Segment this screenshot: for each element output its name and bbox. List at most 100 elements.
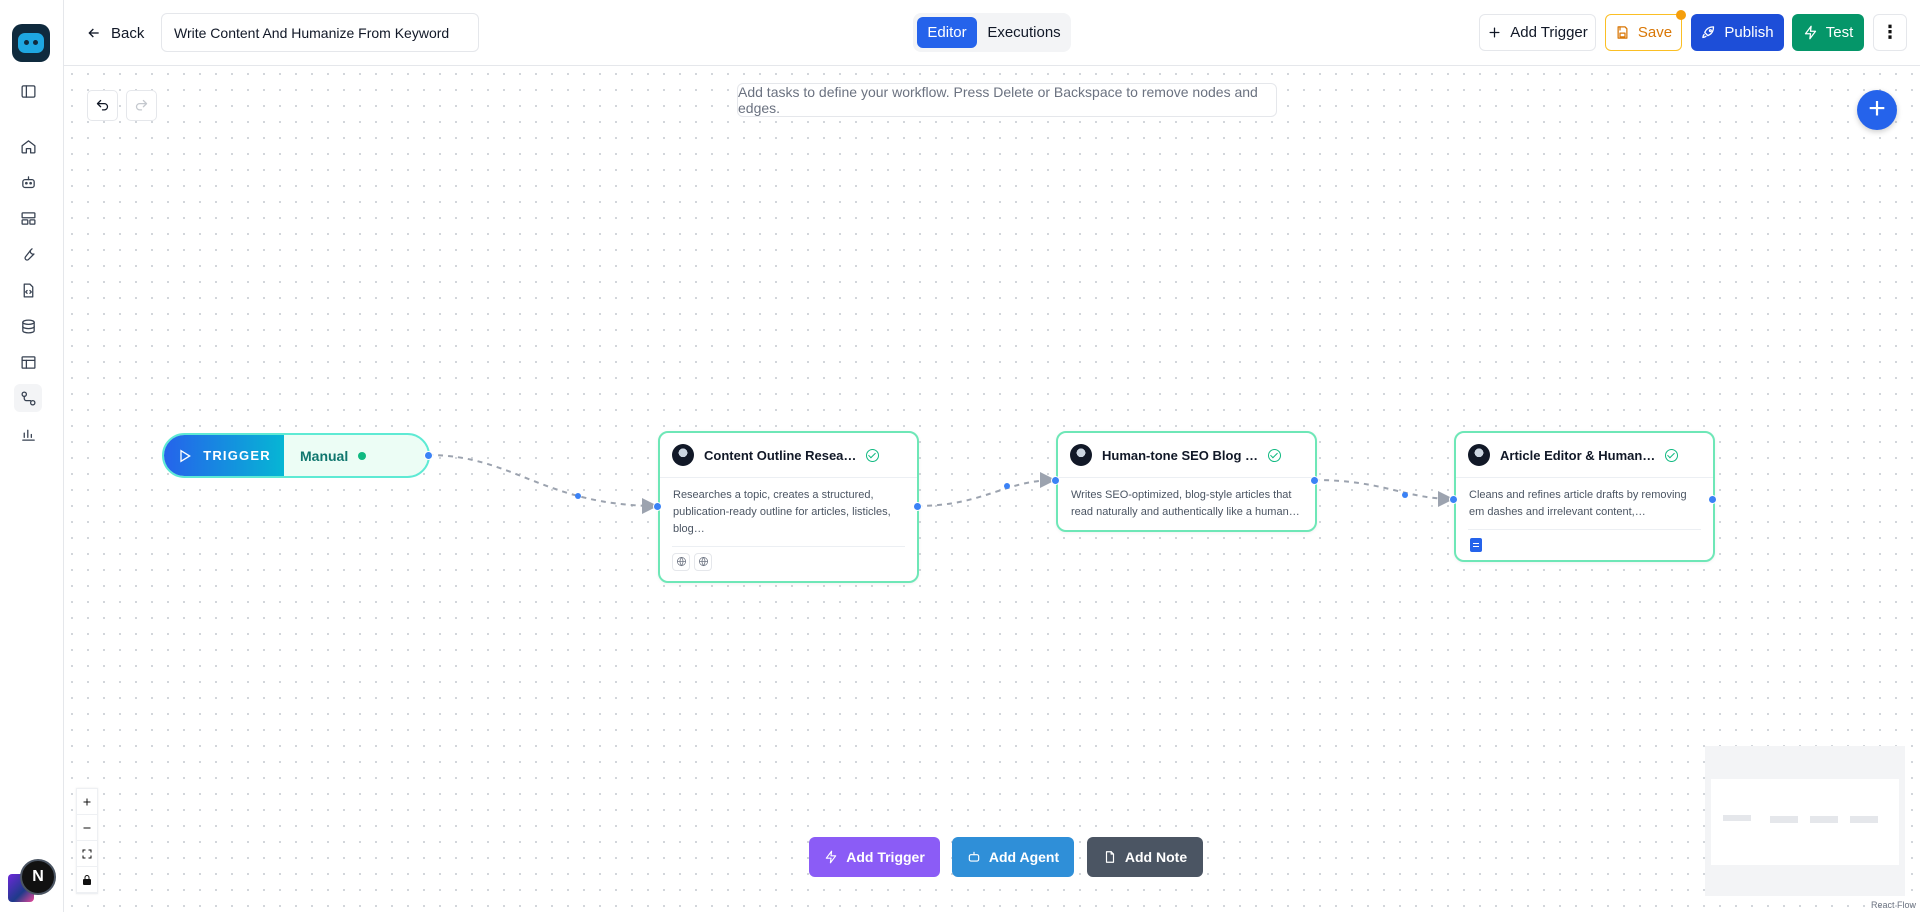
- panel-toggle-icon[interactable]: [14, 77, 42, 105]
- workflow-canvas[interactable]: Add tasks to define your workflow. Press…: [64, 66, 1920, 912]
- workflow-title-input[interactable]: [161, 13, 479, 52]
- react-flow-attribution[interactable]: React Flow: [1870, 900, 1916, 910]
- node-header: Human-tone SEO Blog …: [1058, 433, 1315, 478]
- globe-icon[interactable]: [672, 552, 690, 571]
- layout-icon[interactable]: [14, 204, 42, 232]
- node2-output-handle[interactable]: [1310, 476, 1319, 485]
- tab-editor[interactable]: Editor: [917, 17, 977, 48]
- redo-button[interactable]: [126, 90, 157, 121]
- zoom-in-button[interactable]: [77, 789, 97, 815]
- trigger-output-handle[interactable]: [424, 451, 433, 460]
- minimap-viewport: [1711, 779, 1899, 865]
- rocket-icon: [1702, 26, 1715, 39]
- node3-output-handle[interactable]: [1708, 495, 1717, 504]
- trigger-type: Manual: [284, 435, 428, 476]
- node3-input-handle[interactable]: [1449, 495, 1458, 504]
- note-icon: [1105, 851, 1114, 863]
- redo-icon: [135, 99, 148, 111]
- trigger-badge-label: TRIGGER: [203, 448, 271, 463]
- globe-icon[interactable]: [694, 552, 712, 571]
- publish-button[interactable]: Publish: [1691, 14, 1784, 51]
- add-trigger-action[interactable]: Add Trigger: [809, 837, 940, 877]
- undo-button[interactable]: [87, 90, 118, 121]
- test-button[interactable]: Test: [1792, 14, 1864, 51]
- trigger-node[interactable]: TRIGGER Manual: [162, 433, 430, 478]
- unsaved-indicator: [1676, 10, 1686, 20]
- save-button[interactable]: Save: [1605, 10, 1686, 51]
- zap-icon: [1804, 25, 1816, 40]
- check-circle-icon: [1268, 448, 1281, 462]
- agent-avatar: [1070, 444, 1092, 466]
- app-logo[interactable]: [12, 24, 50, 62]
- edge-writer-to-editor[interactable]: [1313, 479, 1455, 500]
- more-options-button[interactable]: ⋮: [1873, 14, 1907, 51]
- add-agent-action-label: Add Agent: [988, 849, 1060, 865]
- lock-button[interactable]: [77, 867, 97, 893]
- play-icon: [180, 448, 192, 463]
- agent-node-seo-blog[interactable]: Human-tone SEO Blog … Writes SEO-optimiz…: [1056, 431, 1317, 532]
- robot-logo-icon: [18, 33, 44, 53]
- node-title: Content Outline Resea…: [704, 447, 857, 463]
- table-icon[interactable]: [14, 348, 42, 376]
- edge-midpoint-3: [1402, 492, 1408, 498]
- node-description: Researches a topic, creates a structured…: [673, 489, 891, 535]
- edges-layer: [427, 454, 1455, 514]
- agent-avatar: [672, 444, 694, 466]
- fit-view-button[interactable]: [77, 841, 97, 867]
- add-trigger-action-label: Add Trigger: [846, 849, 925, 865]
- check-circle-icon: [1665, 448, 1679, 462]
- add-note-action[interactable]: Add Note: [1087, 837, 1203, 877]
- view-switcher: Editor Executions: [913, 13, 1071, 52]
- user-avatar[interactable]: N: [20, 859, 56, 895]
- undo-icon: [96, 99, 109, 111]
- node-description: Writes SEO-optimized, blog-style article…: [1071, 489, 1300, 518]
- tab-executions[interactable]: Executions: [987, 24, 1061, 41]
- node-tools: [1468, 529, 1701, 559]
- add-trigger-button[interactable]: Add Trigger: [1479, 14, 1596, 51]
- edge-trigger-to-outline[interactable]: [427, 454, 659, 507]
- test-label: Test: [1825, 24, 1854, 41]
- agent-node-content-outline[interactable]: Content Outline Resea… Researches a topi…: [658, 431, 919, 583]
- edge-outline-to-writer[interactable]: [916, 479, 1057, 507]
- sidebar: N: [0, 0, 64, 912]
- node2-input-handle[interactable]: [1051, 476, 1060, 485]
- database-icon[interactable]: [14, 312, 42, 340]
- minimap[interactable]: [1705, 746, 1905, 896]
- node1-input-handle[interactable]: [653, 502, 662, 511]
- history-controls: [87, 90, 157, 121]
- edge-arrow-1: [642, 498, 658, 514]
- back-button[interactable]: Back: [86, 20, 144, 46]
- edge-midpoint-2: [1004, 483, 1010, 489]
- plus-icon: [83, 798, 91, 805]
- canvas-hint: Add tasks to define your workflow. Press…: [737, 83, 1277, 117]
- bot-icon[interactable]: [14, 168, 42, 196]
- node-title: Article Editor & Human…: [1500, 447, 1656, 463]
- minus-icon: [83, 827, 91, 828]
- node1-output-handle[interactable]: [913, 502, 922, 511]
- node-title: Human-tone SEO Blog …: [1102, 447, 1258, 463]
- workflow-icon[interactable]: [14, 384, 42, 412]
- arrow-left-icon: [88, 28, 99, 38]
- google-doc-icon[interactable]: [1470, 537, 1482, 552]
- publish-label: Publish: [1724, 24, 1774, 41]
- minimap-node: [1810, 816, 1838, 823]
- back-label: Back: [111, 24, 145, 42]
- check-circle-icon: [866, 448, 880, 462]
- zoom-controls: [76, 788, 98, 894]
- plus-icon: [1489, 27, 1500, 38]
- home-icon[interactable]: [14, 132, 42, 160]
- code-file-icon[interactable]: [14, 276, 42, 304]
- add-node-fab[interactable]: +: [1857, 90, 1897, 130]
- minimap-node: [1723, 815, 1751, 821]
- minimap-node: [1770, 816, 1798, 823]
- node-description: Cleans and refines article drafts by rem…: [1469, 489, 1687, 518]
- wrench-icon[interactable]: [14, 240, 42, 268]
- minimap-node: [1850, 816, 1878, 823]
- edge-arrow-2: [1040, 472, 1056, 488]
- analytics-icon[interactable]: [14, 420, 42, 448]
- agent-node-article-editor[interactable]: Article Editor & Human… Cleans and refin…: [1454, 431, 1715, 562]
- save-icon: [1617, 26, 1628, 39]
- zoom-out-button[interactable]: [77, 815, 97, 841]
- add-agent-action[interactable]: Add Agent: [952, 837, 1074, 877]
- agent-avatar: [1468, 444, 1490, 466]
